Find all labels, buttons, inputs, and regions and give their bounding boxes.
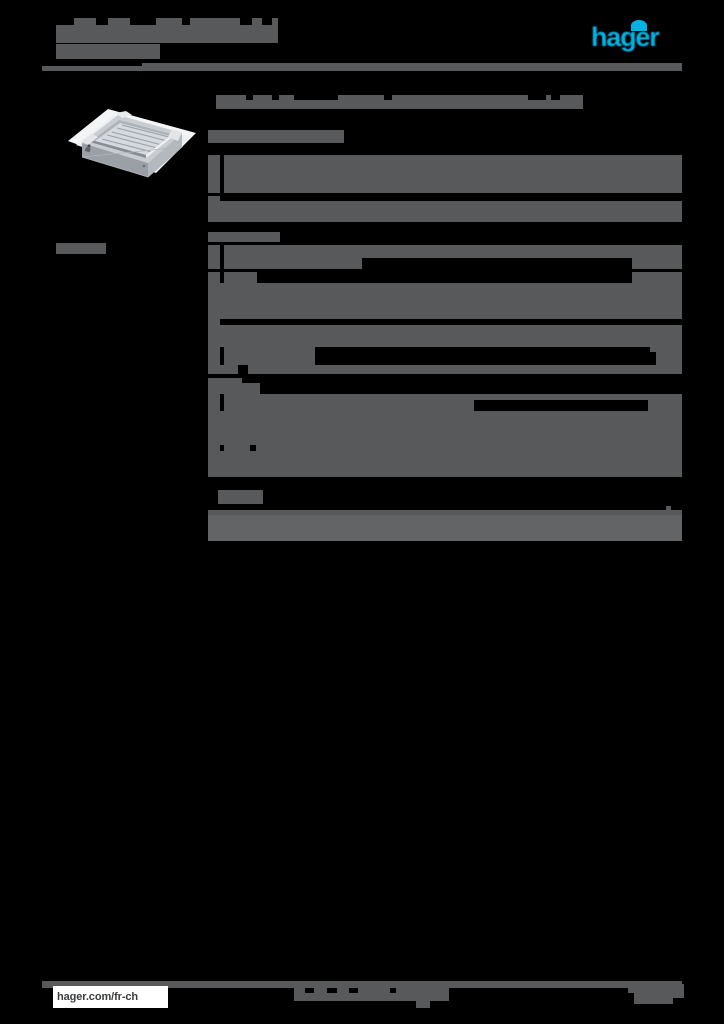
footer-page-notch (628, 993, 634, 1004)
table-row-label (208, 347, 220, 352)
table-row-label (208, 196, 220, 201)
sidebar-label (56, 243, 106, 254)
title-notch (96, 18, 108, 25)
table-row-value (224, 258, 362, 269)
table-row (224, 245, 682, 258)
product-image (56, 85, 208, 193)
table-row-label (208, 245, 220, 258)
heading-notch (246, 95, 253, 100)
table-row-unit (656, 352, 682, 365)
table-row (256, 445, 682, 451)
table-row-label (208, 155, 220, 193)
table-row (208, 515, 682, 541)
table-row-label (208, 400, 220, 411)
header-divider (42, 63, 682, 71)
heading-notch (551, 95, 560, 100)
hager-logo-swoosh-icon (631, 20, 647, 31)
table-row-label (208, 445, 220, 451)
heading-notch (294, 95, 338, 100)
table-row-unit (650, 347, 682, 352)
table-row-value (224, 400, 474, 411)
footer-url-text: hager.com/fr-ch (57, 991, 139, 1003)
table-row (208, 451, 682, 477)
table-row-value (224, 352, 315, 365)
section-title-block (208, 383, 260, 394)
product-image-svg (68, 109, 196, 178)
footer-notch (327, 988, 337, 993)
page-subtitle (56, 44, 160, 59)
footer-divider (42, 981, 682, 988)
footer-page-number (628, 984, 684, 1004)
footer-url[interactable]: hager.com/fr-ch (53, 986, 168, 1008)
table-row (208, 510, 682, 515)
table-row-label (208, 258, 220, 269)
table-row (208, 325, 682, 347)
table-row-unit (648, 400, 682, 411)
table-row (224, 155, 682, 193)
header-divider-gap (42, 63, 142, 66)
table-row (208, 411, 682, 445)
table-row-superscript (666, 506, 671, 512)
heading-notch (272, 95, 279, 100)
section-title (218, 490, 263, 504)
table-row-label (208, 394, 220, 400)
hager-logo: hager (591, 20, 673, 52)
table-row-label (208, 319, 220, 325)
heading-notch (528, 95, 546, 100)
table-row (248, 365, 682, 374)
title-notch (262, 18, 272, 25)
title-notch (56, 18, 74, 25)
section-title (208, 232, 280, 242)
table-row-value (224, 445, 250, 451)
table-row (208, 365, 238, 374)
table-row-value (224, 272, 257, 283)
table-row-value (224, 347, 315, 352)
title-notch (182, 18, 190, 25)
table-row (224, 394, 682, 400)
footer-notch (390, 988, 396, 993)
table-row (208, 201, 682, 222)
title-notch (130, 18, 156, 25)
footer-page-notch (673, 998, 684, 1004)
table-row-unit (632, 272, 682, 283)
table-row-label (208, 272, 220, 283)
table-row-label (208, 352, 220, 365)
footer-notch (305, 988, 314, 993)
footer-center-tail (416, 999, 430, 1008)
hager-logo-text: hager (591, 22, 660, 52)
table-row-unit (632, 258, 682, 269)
heading-notch (384, 95, 392, 100)
section-title (208, 130, 344, 143)
section-title (208, 378, 242, 383)
table-row (208, 283, 682, 319)
title-notch (240, 18, 252, 25)
footer-notch (349, 988, 358, 993)
